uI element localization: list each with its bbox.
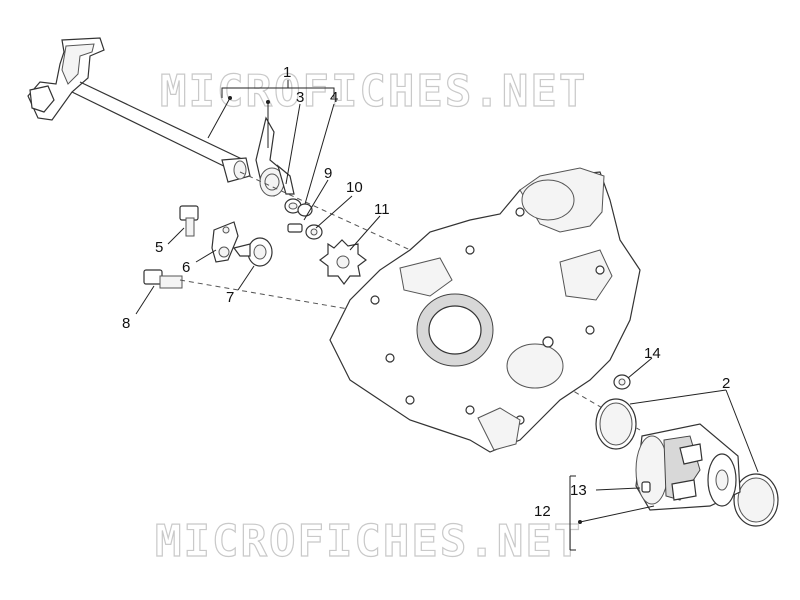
callout-9: 9 — [324, 165, 332, 182]
callout-1: 1 — [283, 64, 291, 81]
pin-13 — [641, 481, 651, 493]
stud-bolt-8 — [143, 269, 183, 289]
callout-11: 11 — [374, 201, 390, 218]
callout-5: 5 — [155, 239, 163, 256]
nut-14 — [613, 374, 631, 390]
o-ring-lower — [733, 473, 779, 527]
watermark-bottom: MICROFICHES.NET — [155, 516, 582, 567]
star-gear — [319, 239, 367, 285]
coil-spring-7 — [232, 237, 273, 267]
callout-3: 3 — [296, 89, 304, 106]
callout-13: 13 — [570, 482, 587, 499]
pin-washer — [287, 223, 323, 240]
callout-10: 10 — [346, 179, 363, 196]
callout-6: 6 — [182, 259, 190, 276]
callout-8: 8 — [122, 315, 130, 332]
callout-14: 14 — [644, 345, 661, 362]
shift-drum — [635, 423, 741, 511]
o-ring-upper — [595, 398, 637, 450]
crankcase — [329, 167, 641, 453]
callout-7: 7 — [226, 289, 234, 306]
callout-2: 2 — [722, 375, 730, 392]
lever-plate — [211, 221, 239, 263]
leader-lines — [135, 80, 759, 551]
torsion-spring — [255, 116, 295, 197]
circlip — [284, 198, 313, 217]
watermark-top: MICROFICHES.NET — [160, 66, 587, 117]
callout-12: 12 — [534, 503, 551, 520]
gear-shift-shaft — [27, 37, 251, 183]
bolt-5 — [179, 205, 199, 237]
callout-4: 4 — [330, 89, 338, 106]
